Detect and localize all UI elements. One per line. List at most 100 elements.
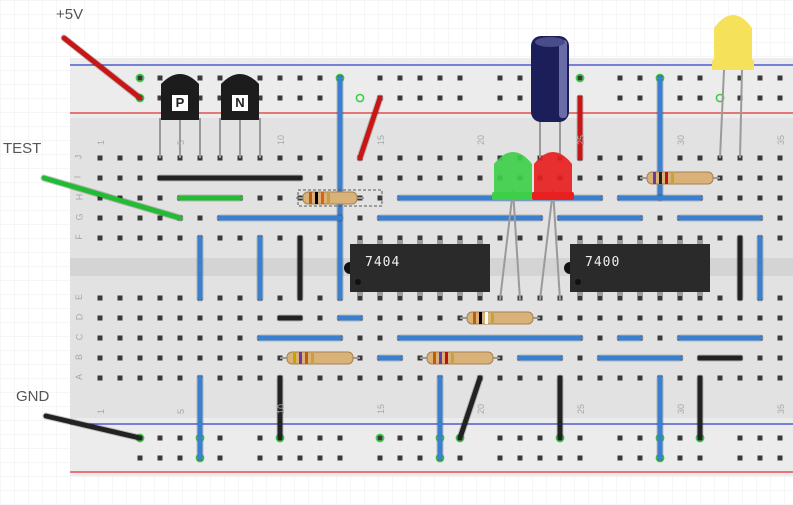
breadboard-hole (677, 155, 683, 161)
breadboard-hole (377, 315, 383, 321)
rail-hole (697, 95, 703, 101)
breadboard-hole (377, 175, 383, 181)
breadboard-hole (197, 335, 203, 341)
breadboard-hole (117, 355, 123, 361)
breadboard-hole (117, 315, 123, 321)
breadboard-hole (157, 335, 163, 341)
resistor-band (321, 192, 324, 204)
rail-hole (257, 435, 263, 441)
resistor-band (327, 192, 330, 204)
breadboard-hole (97, 235, 103, 241)
breadboard-hole (97, 215, 103, 221)
rail-hole (217, 455, 223, 461)
col-number-top-5: 5 (176, 139, 186, 145)
rail-hole (517, 455, 523, 461)
breadboard-hole (777, 375, 783, 381)
breadboard-hole (777, 195, 783, 201)
yellow-led (714, 15, 752, 66)
breadboard-hole (397, 315, 403, 321)
breadboard-hole (757, 355, 763, 361)
breadboard-hole (577, 295, 583, 301)
col-number-top-15: 15 (376, 134, 386, 145)
breadboard-hole (437, 155, 443, 161)
resistor-band (671, 172, 674, 184)
breadboard-hole (277, 155, 283, 161)
breadboard-hole (617, 295, 623, 301)
breadboard-hole (597, 335, 603, 341)
breadboard-hole (657, 235, 663, 241)
breadboard-hole (697, 315, 703, 321)
rail-hole (497, 95, 503, 101)
rail-hole (637, 455, 643, 461)
breadboard-hole (357, 215, 363, 221)
rail-hole (397, 455, 403, 461)
rail-hole (517, 95, 523, 101)
rail-hole (197, 75, 203, 81)
breadboard-hole (577, 235, 583, 241)
breadboard-hole (417, 235, 423, 241)
breadboard-hole (677, 235, 683, 241)
connected-hole-marker (575, 73, 585, 83)
breadboard-hole (217, 295, 223, 301)
row-letter-f: F (73, 234, 84, 240)
rail-hole (297, 435, 303, 441)
breadboard-hole (577, 315, 583, 321)
breadboard-hole (117, 235, 123, 241)
breadboard-hole (737, 195, 743, 201)
ic-7404 (350, 244, 490, 292)
connected-hole-marker (135, 73, 145, 83)
breadboard-hole (137, 215, 143, 221)
breadboard-hole (197, 215, 203, 221)
ic-pin1-marker (355, 279, 361, 285)
rail-hole (177, 455, 183, 461)
breadboard-hole (357, 335, 363, 341)
breadboard-hole (677, 375, 683, 381)
breadboard-hole (377, 295, 383, 301)
breadboard-hole (777, 155, 783, 161)
breadboard-hole (597, 295, 603, 301)
rail-hole (217, 75, 223, 81)
breadboard-hole (717, 375, 723, 381)
rail-hole (757, 75, 763, 81)
resistor-r2 (646, 171, 714, 185)
breadboard-hole (737, 175, 743, 181)
breadboard-hole (457, 175, 463, 181)
rail-hole (677, 75, 683, 81)
row-letter-j: J (73, 154, 84, 160)
resistor-band (439, 352, 442, 364)
col-number-bottom-30: 30 (676, 403, 686, 414)
resistor-band (309, 192, 312, 204)
ic-notch (344, 262, 350, 274)
rail-hole (417, 435, 423, 441)
breadboard-hole (417, 175, 423, 181)
breadboard-hole (417, 295, 423, 301)
pnp-transistor-label: P (172, 95, 188, 111)
rail-hole (577, 455, 583, 461)
ic-7400 (570, 244, 710, 292)
rail-hole (777, 75, 783, 81)
breadboard-hole (237, 375, 243, 381)
breadboard-hole (477, 235, 483, 241)
green-led (494, 152, 532, 196)
breadboard-hole (157, 355, 163, 361)
col-number-bottom-25: 25 (576, 403, 586, 414)
resistor-band (433, 352, 436, 364)
col-number-bottom-5: 5 (176, 408, 186, 414)
breadboard-hole (117, 375, 123, 381)
breadboard-hole (117, 155, 123, 161)
rail-hole (497, 75, 503, 81)
resistor-band (451, 352, 454, 364)
breadboard-hole (637, 235, 643, 241)
breadboard-hole (217, 235, 223, 241)
rail-hole (757, 455, 763, 461)
breadboard-hole (777, 315, 783, 321)
rail-hole (617, 435, 623, 441)
breadboard-hole (137, 355, 143, 361)
breadboard-hole (757, 375, 763, 381)
rail-hole (137, 455, 143, 461)
breadboard-hole (217, 355, 223, 361)
breadboard-hole (657, 295, 663, 301)
breadboard-hole (97, 375, 103, 381)
breadboard-hole (637, 155, 643, 161)
breadboard-hole (177, 315, 183, 321)
